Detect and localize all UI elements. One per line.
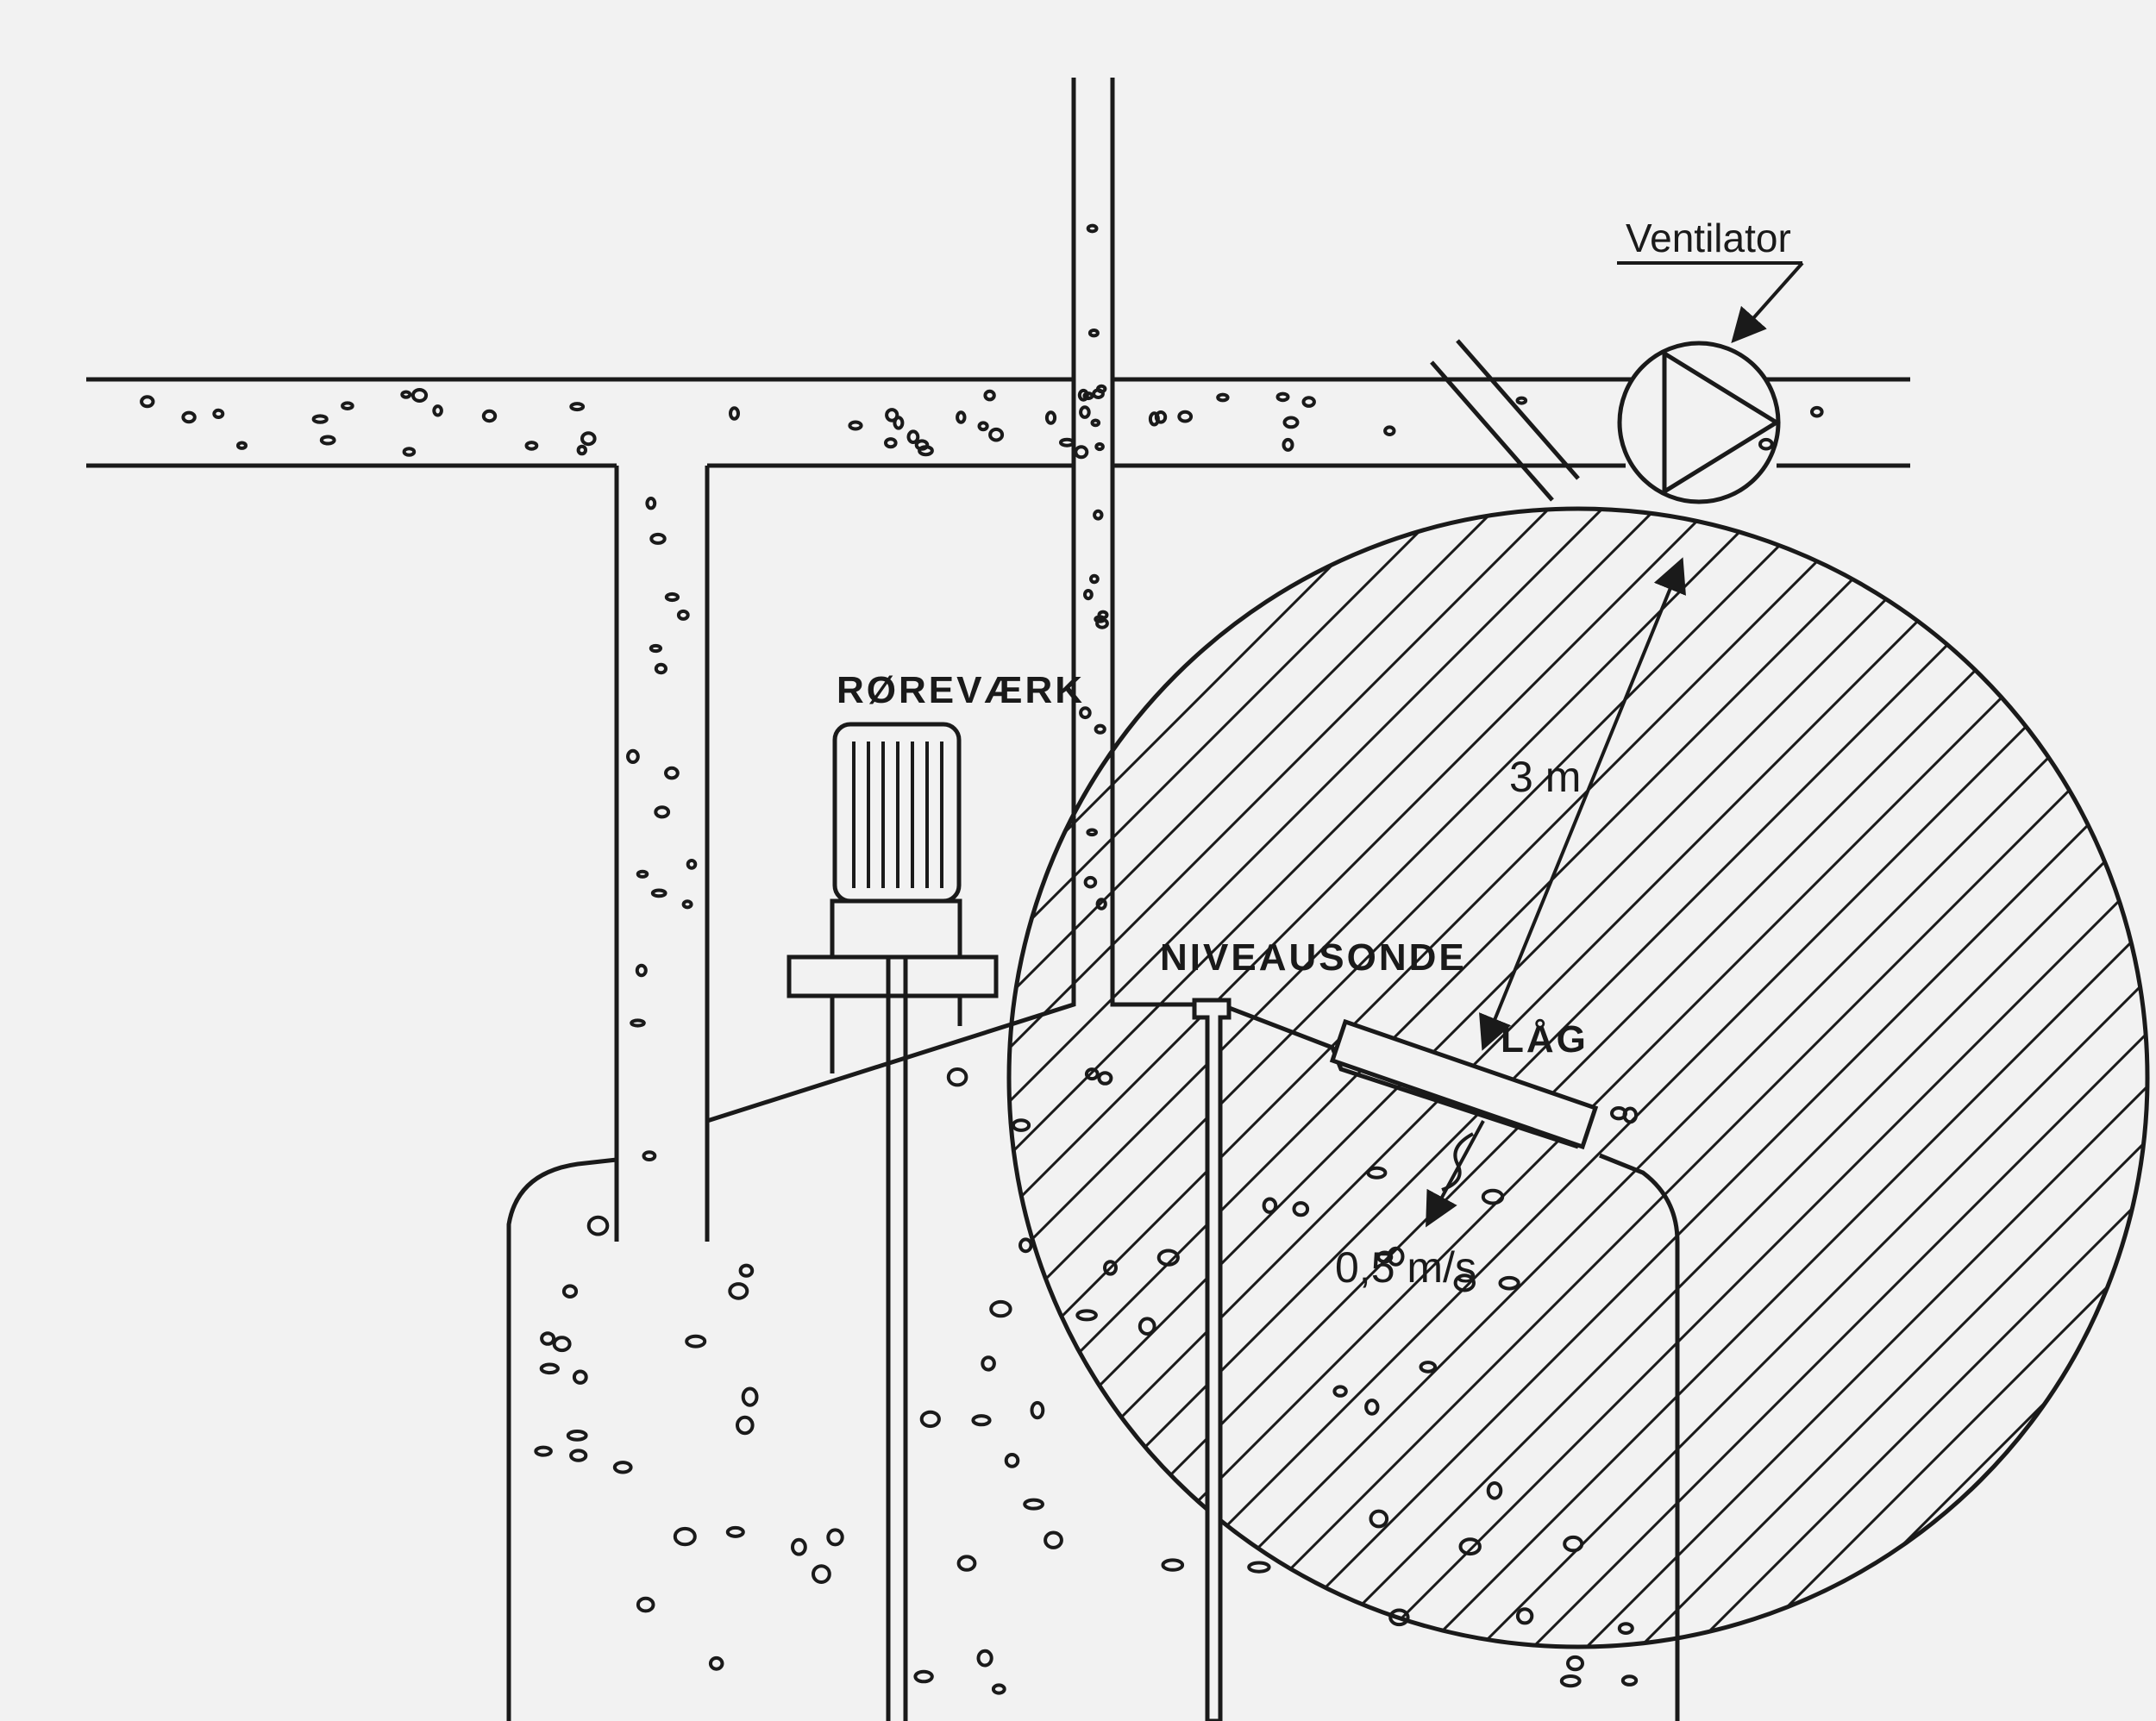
agitator — [787, 722, 999, 1721]
velocity-label: 0,5 m/s — [1335, 1243, 1476, 1292]
agitator-label: RØREVÆRK — [837, 669, 1085, 711]
level-probe-label: NIVEAUSONDE — [1160, 936, 1467, 979]
velocity-arrow — [1426, 1120, 1485, 1228]
ventilator-label: Ventilator — [1626, 216, 1791, 260]
distance-arrow — [1479, 557, 1686, 1051]
vent-pipe — [1071, 78, 1115, 966]
hazard-circle — [1006, 506, 2150, 1649]
sludge-particles — [140, 223, 1824, 1695]
lid-label: LÅG — [1501, 1018, 1589, 1061]
tank-outline — [506, 966, 1680, 1721]
fan-icon — [1617, 341, 1781, 504]
distance-label: 3 m — [1509, 753, 1581, 801]
airflow-symbol — [1441, 1132, 1474, 1192]
level-probe — [1192, 998, 1232, 1721]
ventilator-leader — [1617, 261, 1804, 343]
hazard-zone — [1006, 506, 2150, 1649]
horizontal-duct — [86, 377, 1910, 468]
damper — [1430, 339, 1580, 502]
inlet-duct — [614, 466, 710, 1242]
lid — [1329, 1018, 1599, 1150]
hatch-lines — [1009, 509, 2147, 1647]
